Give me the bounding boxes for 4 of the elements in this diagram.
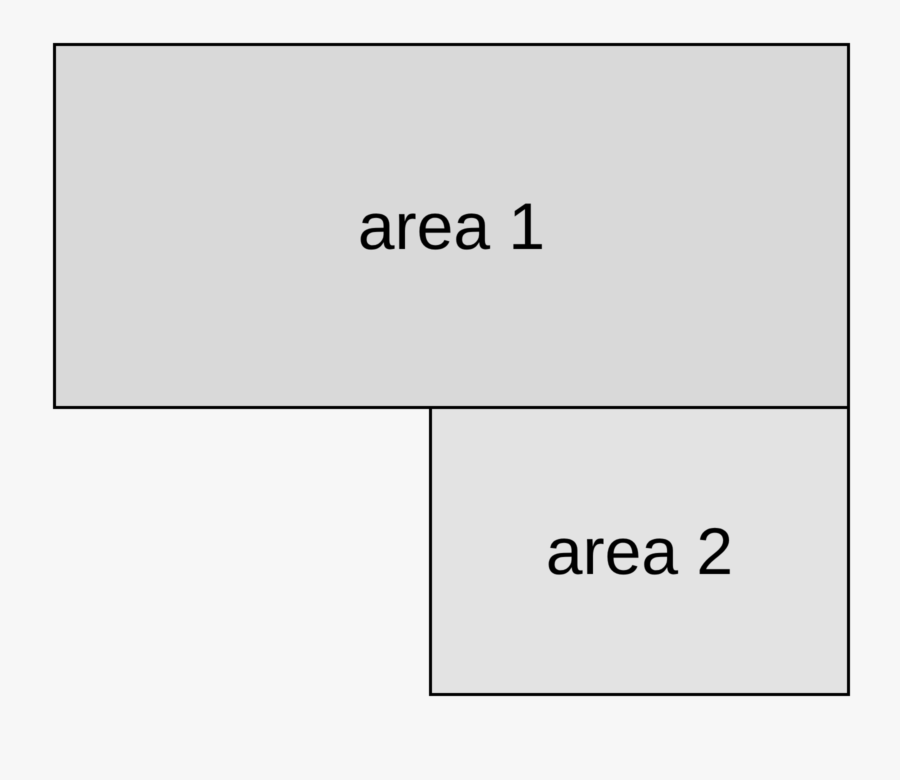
area-rectangle [53,43,850,409]
area-label: area 2 [546,513,734,589]
area-rectangle [429,406,850,696]
area-label: area 1 [358,188,546,264]
